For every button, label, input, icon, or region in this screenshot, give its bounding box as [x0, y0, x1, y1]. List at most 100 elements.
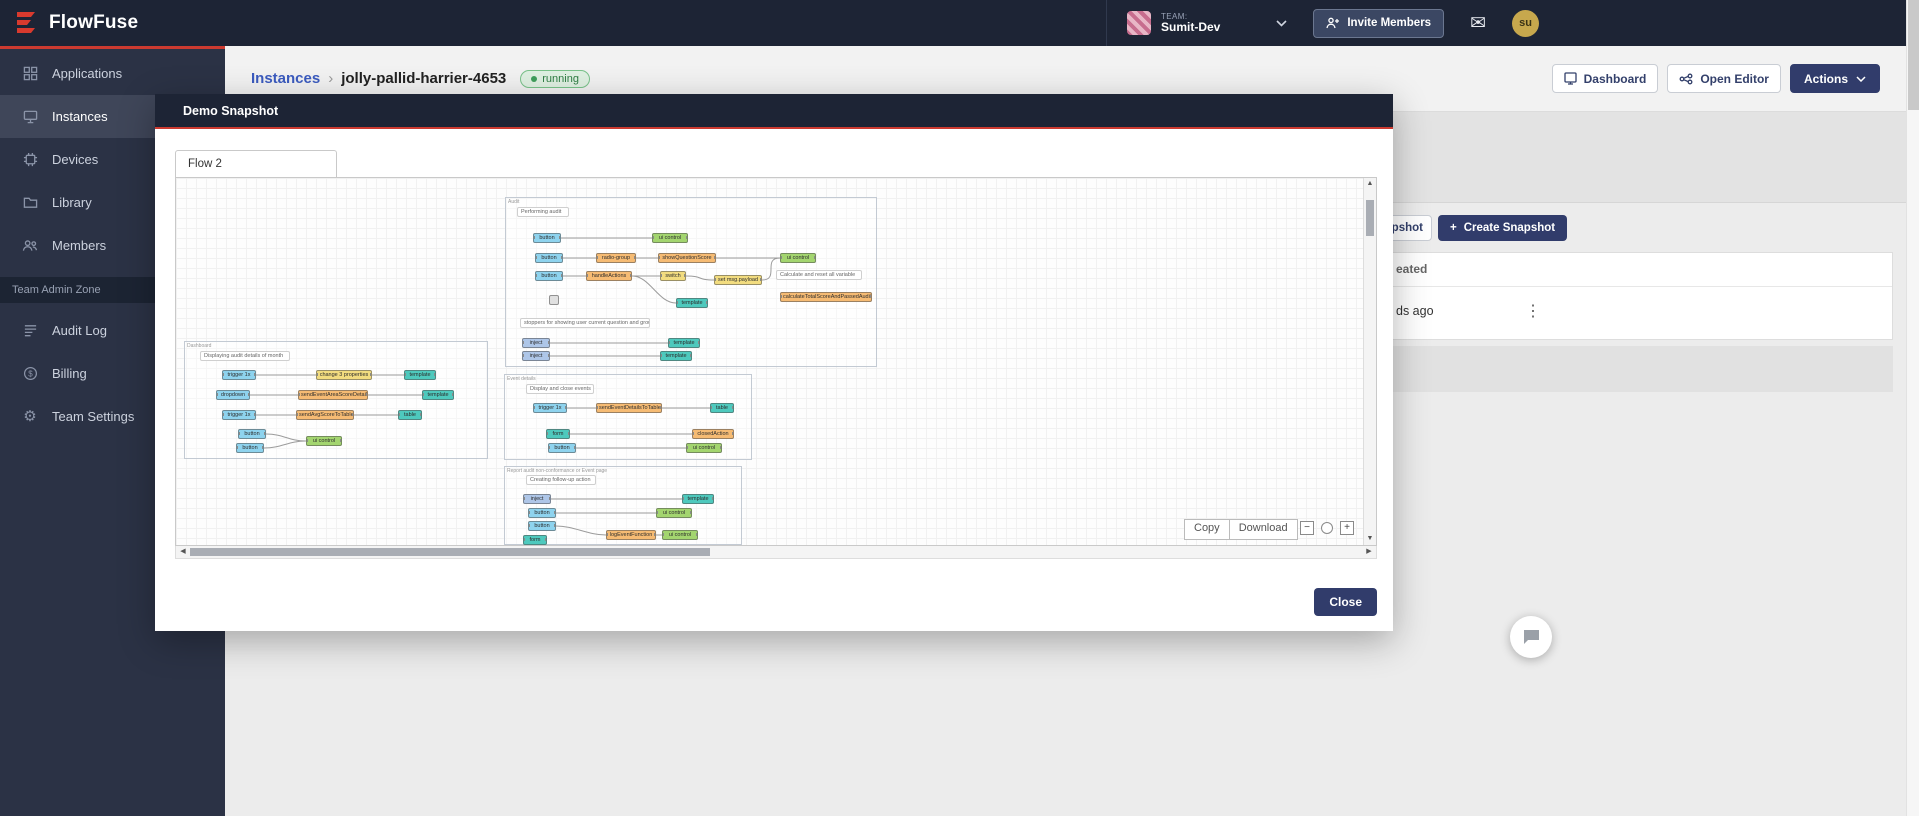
page-scrollbar[interactable]: [1906, 0, 1919, 816]
sidebar-item-label: Instances: [52, 109, 108, 124]
sidebar-item-audit-log[interactable]: Audit Log: [0, 309, 225, 352]
horizontal-scrollbar[interactable]: ◀ ▶: [175, 546, 1377, 559]
flow-node-logeventfunction: logEventFunction: [606, 530, 656, 540]
flow-node-table: table: [710, 403, 734, 413]
page-scroll-thumb[interactable]: [1908, 0, 1919, 110]
flow-node-button: button: [236, 443, 264, 453]
modal-header: Demo Snapshot: [155, 94, 1393, 127]
status-badge: running: [520, 69, 590, 88]
scroll-down-icon[interactable]: ▼: [1366, 535, 1374, 542]
zoom-out-button[interactable]: −: [1300, 521, 1314, 535]
table-header-created: eated: [1378, 253, 1892, 287]
instances-icon: [22, 109, 38, 125]
flowfuse-logo-icon: [17, 12, 35, 33]
open-editor-button[interactable]: Open Editor: [1667, 64, 1781, 93]
chevron-down-icon: [1856, 75, 1866, 82]
table-row: ds ago ⋮: [1378, 287, 1892, 339]
flow-node-trigger-1x: trigger 1x: [222, 410, 256, 420]
flow-node-ui-control: ui control: [306, 436, 342, 446]
breadcrumb-instances-link[interactable]: Instances: [251, 70, 321, 87]
chat-bubble-icon: [1523, 630, 1539, 644]
zoom-in-button[interactable]: +: [1340, 521, 1354, 535]
flow-node-template: template: [660, 351, 692, 361]
actions-label: Actions: [1803, 71, 1848, 86]
status-badge-label: running: [542, 72, 579, 85]
canvas-actions: Copy Download: [1184, 519, 1298, 540]
flow-group-label: Dashboard: [187, 343, 212, 349]
vertical-scroll-thumb[interactable]: [1366, 200, 1374, 236]
sidebar-item-label: Members: [52, 238, 107, 253]
chevron-down-icon: [1276, 14, 1287, 32]
brand-accent-line: [0, 46, 225, 49]
team-label: TEAM:: [1161, 11, 1188, 21]
dashboard-icon: [1563, 72, 1577, 85]
team-selector[interactable]: TEAM: Sumit-Dev: [1106, 0, 1287, 46]
breadcrumb-separator: ›: [328, 70, 334, 87]
flow-node-inject: inject: [522, 351, 550, 361]
sidebar-item-label: Library: [52, 195, 92, 210]
svg-text:$: $: [28, 369, 33, 378]
chat-launcher[interactable]: [1510, 616, 1552, 658]
flow-node-showquestionscore: showQuestionScore: [658, 253, 716, 263]
plus-icon: +: [1450, 222, 1457, 234]
flow-node-trigger-1x: trigger 1x: [533, 403, 567, 413]
actions-button[interactable]: Actions: [1789, 64, 1880, 93]
mail-icon[interactable]: ✉: [1470, 12, 1486, 34]
flow-comment: stoppers for showing user current questi…: [520, 318, 650, 328]
download-button[interactable]: Download: [1228, 519, 1298, 540]
flow-node-inject: inject: [523, 494, 551, 504]
flow-node-sendeventareascoredetails: sendEventAreaScoreDetails: [298, 390, 368, 400]
flow-node-ui-control: ui control: [652, 233, 688, 243]
zoom-reset-button[interactable]: [1321, 522, 1333, 534]
flow-node-trigger-1x: trigger 1x: [222, 370, 256, 380]
flow-node-handleactions: handleActions: [586, 271, 632, 281]
flow-node-button: button: [535, 271, 563, 281]
brand-name: FlowFuse: [49, 12, 139, 33]
sidebar-item-applications[interactable]: Applications: [0, 52, 225, 95]
billing-icon: $: [22, 366, 38, 382]
flow-node-link: [549, 295, 559, 305]
flow-node-calculatetotalscoreandpassedaudit: calculateTotalScoreAndPassedAudit: [780, 292, 872, 302]
members-icon: [22, 238, 38, 254]
status-dot-icon: [531, 75, 538, 82]
flow-group-label: Event details: [507, 376, 536, 382]
flow-node-change-3-properties: change 3 properties: [316, 370, 372, 380]
create-snapshot-button[interactable]: + Create Snapshot: [1438, 215, 1568, 241]
sidebar-item-label: Billing: [52, 366, 87, 381]
add-user-icon: [1326, 17, 1340, 29]
invite-members-button[interactable]: Invite Members: [1313, 8, 1445, 38]
sidebar-item-billing[interactable]: $ Billing: [0, 352, 225, 395]
scroll-up-icon[interactable]: ▲: [1366, 180, 1374, 187]
devices-icon: [22, 152, 38, 168]
flow-node-template: template: [682, 494, 714, 504]
scroll-left-icon[interactable]: ◀: [180, 548, 186, 555]
applications-icon: [22, 66, 38, 82]
scroll-right-icon[interactable]: ▶: [1366, 548, 1372, 555]
vertical-scrollbar[interactable]: ▲ ▼: [1363, 178, 1376, 545]
sidebar-item-members[interactable]: Members: [0, 224, 225, 267]
flow-group-label: Report audit non-conformance or Event pa…: [507, 468, 608, 474]
flow-node-form: form: [523, 535, 547, 545]
library-icon: [22, 195, 38, 211]
flow-node-dropdown: dropdown: [216, 390, 250, 400]
dashboard-label: Dashboard: [1583, 71, 1647, 86]
horizontal-scroll-thumb[interactable]: [190, 548, 710, 556]
tab-flow-2[interactable]: Flow 2: [175, 150, 337, 177]
close-button[interactable]: Close: [1314, 588, 1377, 616]
sidebar-item-label: Devices: [52, 152, 99, 167]
avatar[interactable]: su: [1512, 9, 1539, 37]
sidebar-item-library[interactable]: Library: [0, 181, 225, 224]
flow-node-template: template: [404, 370, 436, 380]
dashboard-button[interactable]: Dashboard: [1551, 64, 1659, 93]
copy-button[interactable]: Copy: [1184, 519, 1230, 540]
flow-comment: Displaying audit details of month: [200, 351, 290, 361]
invite-members-label: Invite Members: [1347, 17, 1432, 29]
flow-node-ui-control: ui control: [656, 508, 692, 518]
kebab-menu-icon[interactable]: ⋮: [1525, 303, 1541, 320]
modal-title: Demo Snapshot: [183, 103, 279, 118]
brand[interactable]: FlowFuse: [0, 11, 211, 35]
sidebar-item-devices[interactable]: Devices: [0, 138, 225, 181]
sidebar-item-team-settings[interactable]: ⚙Team Settings: [0, 395, 225, 438]
flow-node-ui-control: ui control: [780, 253, 816, 263]
